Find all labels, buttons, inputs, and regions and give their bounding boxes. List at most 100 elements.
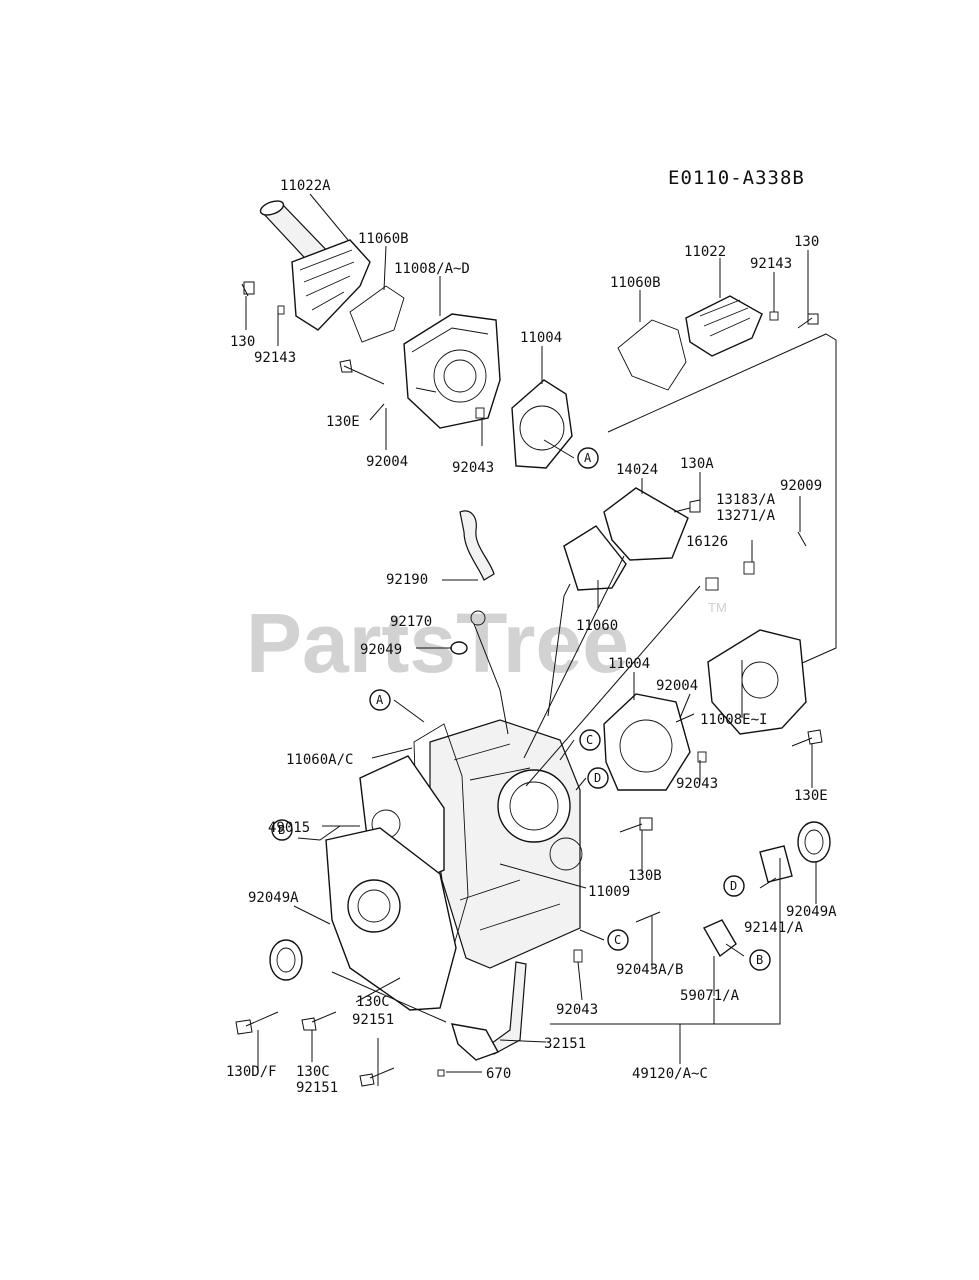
label-11004-top: 11004 [520,330,562,346]
hose-92190 [459,510,495,581]
label-14024: 14024 [616,462,658,478]
bolt-92151 [359,1067,395,1087]
callout-d-mid: D [587,767,609,789]
label-92151-lower: 92151 [296,1080,338,1096]
dowel-92043-low [573,949,583,963]
label-11008EI: 11008E~I [700,712,767,728]
svg-text:B: B [756,953,763,967]
label-130E-left: 130E [326,414,360,430]
label-92190: 92190 [386,572,428,588]
callout-c-low: C [607,929,629,951]
pin-92009 [797,531,807,547]
gasket-right [617,319,687,391]
guide-line-right [607,333,837,665]
label-92049: 92049 [360,642,402,658]
crankcase-cover [325,827,457,1011]
label-16126: 16126 [686,534,728,550]
stud-92004-right [675,713,695,723]
cylinder-head-left [403,313,501,429]
label-11060B-left: 11060B [358,231,409,247]
bolt-130B [619,817,653,833]
label-130DF: 130D/F [226,1064,277,1080]
seal-92049A-right [797,821,831,863]
label-59071A: 59071/A [680,988,740,1004]
label-92004-left: 92004 [366,454,408,470]
svg-text:D: D [730,879,737,893]
plate-14024 [603,487,689,561]
gasket-11060 [563,525,627,591]
bracket-32151 [451,1023,500,1061]
label-49120AC: 49120/A~C [632,1066,708,1082]
rocker-cover-left [259,200,371,331]
label-130-right: 130 [794,234,819,250]
callout-a-mid: A [369,689,391,711]
callout-c-mid: C [579,729,601,751]
strainer-59071 [703,919,737,958]
label-11008-AD: 11008/A~D [394,261,470,277]
label-130-left: 130 [230,334,255,350]
callout-b-left: B [271,819,293,841]
label-11060B-right: 11060B [610,275,661,291]
part-670 [437,1069,445,1077]
cylinder-head-right [707,629,807,735]
label-130C-upper: 130C [356,994,390,1010]
svg-text:C: C [614,933,621,947]
svg-text:C: C [586,733,593,747]
bolt-130-right [797,313,819,329]
seal-92049A-left [269,939,303,981]
head-gasket-mid [603,693,691,791]
label-49015: 49015 [268,820,310,836]
bolt-130A [673,499,701,513]
svg-text:B: B [278,823,285,837]
gasket-left [349,285,405,343]
label-130E-right: 130E [794,788,828,804]
label-130A: 130A [680,456,714,472]
label-11060AC: 11060A/C [286,752,353,768]
label-92004-right: 92004 [656,678,698,694]
callout-b-right: B [749,949,771,971]
label-92009: 92009 [780,478,822,494]
pin-92043AB [635,911,661,923]
label-92043AB: 92043A/B [616,962,683,978]
svg-text:A: A [584,451,592,465]
label-130B: 130B [628,868,662,884]
cap-92049 [450,641,468,655]
label-670: 670 [486,1066,511,1082]
label-92049A-right: 92049A [786,904,837,920]
bolt-130-left [241,281,255,297]
label-92151-upper: 92151 [352,1012,394,1028]
svg-text:D: D [594,771,601,785]
bushing-92141 [759,845,793,883]
label-13183A: 13183/A [716,492,776,508]
label-92143-right: 92143 [750,256,792,272]
bolt-130E-right [791,729,823,747]
label-92043-low: 92043 [556,1002,598,1018]
callout-a-top: A [577,447,599,469]
label-13271A: 13271/A [716,508,776,524]
dowel-92043-mid [697,751,707,763]
watermark-trademark: TM [708,600,727,615]
diagram-code: E0110-A338B [668,167,805,189]
part-16126 [743,561,755,575]
label-11009: 11009 [588,884,630,900]
label-11022A: 11022A [280,178,331,194]
label-130C-lower: 130C [296,1064,330,1080]
label-92049A-left: 92049A [248,890,299,906]
head-gasket-top [511,379,573,469]
bolt-130C [301,1011,337,1031]
label-11022: 11022 [684,244,726,260]
dowel-92043-left [475,407,485,419]
label-92043-mid: 92043 [676,776,718,792]
washer-92143-right [769,311,779,321]
plug-top [705,577,719,591]
label-92170: 92170 [390,614,432,630]
label-32151: 32151 [544,1036,586,1052]
leader-lines [245,193,817,1086]
washer-92143-left [277,305,285,315]
label-11004-mid: 11004 [608,656,650,672]
watermark-brand: PartsTree [246,596,629,690]
label-92141A: 92141/A [744,920,804,936]
label-92143-left: 92143 [254,350,296,366]
label-11060: 11060 [576,618,618,634]
